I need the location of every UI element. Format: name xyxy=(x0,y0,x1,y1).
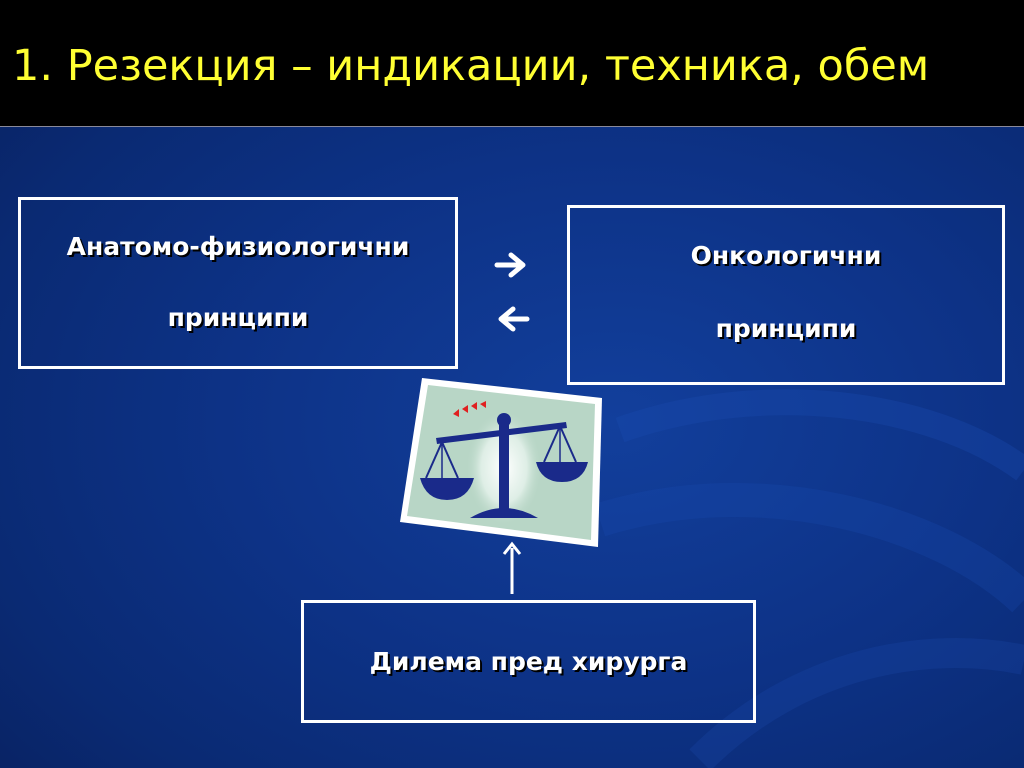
balance-scale-icon xyxy=(400,378,602,547)
oncological-principles-box: Онкологични принципи xyxy=(567,205,1005,385)
title-bar: 1. Резекция – индикации, техника, обем xyxy=(0,0,1024,126)
anatomical-principles-line1: Анатомо-физиологични xyxy=(66,232,410,261)
slide-title: 1. Резекция – индикации, техника, обем xyxy=(12,41,930,91)
arrow-left-icon xyxy=(498,306,530,332)
anatomical-principles-box: Анатомо-физиологични принципи xyxy=(18,197,458,369)
arrow-up-icon xyxy=(502,541,522,594)
arrow-right-icon xyxy=(494,252,526,278)
title-divider xyxy=(0,126,1024,127)
surgeon-dilemma-label: Дилема пред хирурга xyxy=(369,647,688,676)
oncological-principles-line1: Онкологични xyxy=(690,241,882,270)
surgeon-dilemma-box: Дилема пред хирурга xyxy=(301,600,756,723)
oncological-principles-line2: принципи xyxy=(715,314,857,343)
anatomical-principles-line2: принципи xyxy=(167,303,309,332)
